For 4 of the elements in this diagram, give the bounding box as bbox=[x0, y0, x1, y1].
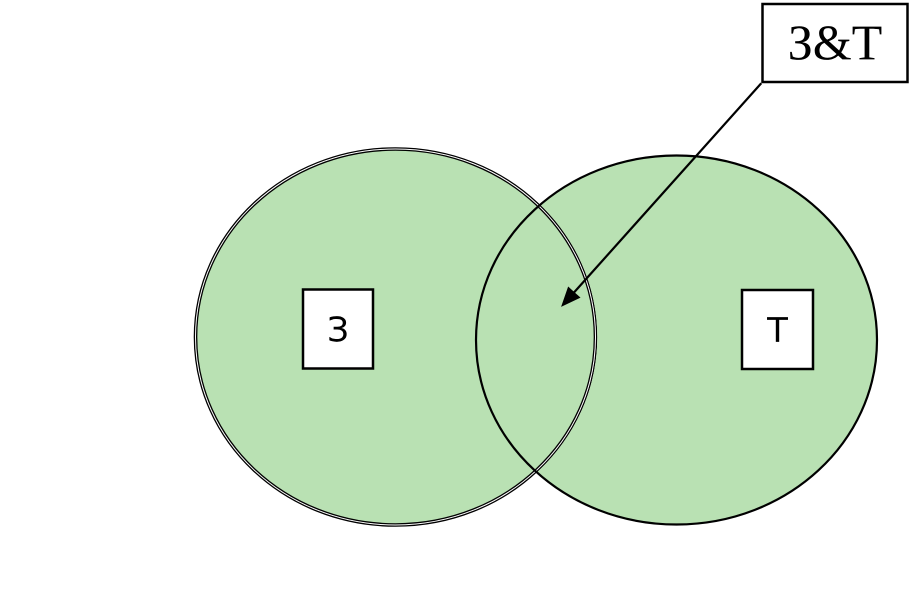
set-label-box: З bbox=[302, 288, 374, 370]
set-label-box: Т bbox=[740, 288, 814, 370]
callout-box: З&Т bbox=[761, 2, 909, 84]
venn-circle bbox=[194, 147, 598, 527]
